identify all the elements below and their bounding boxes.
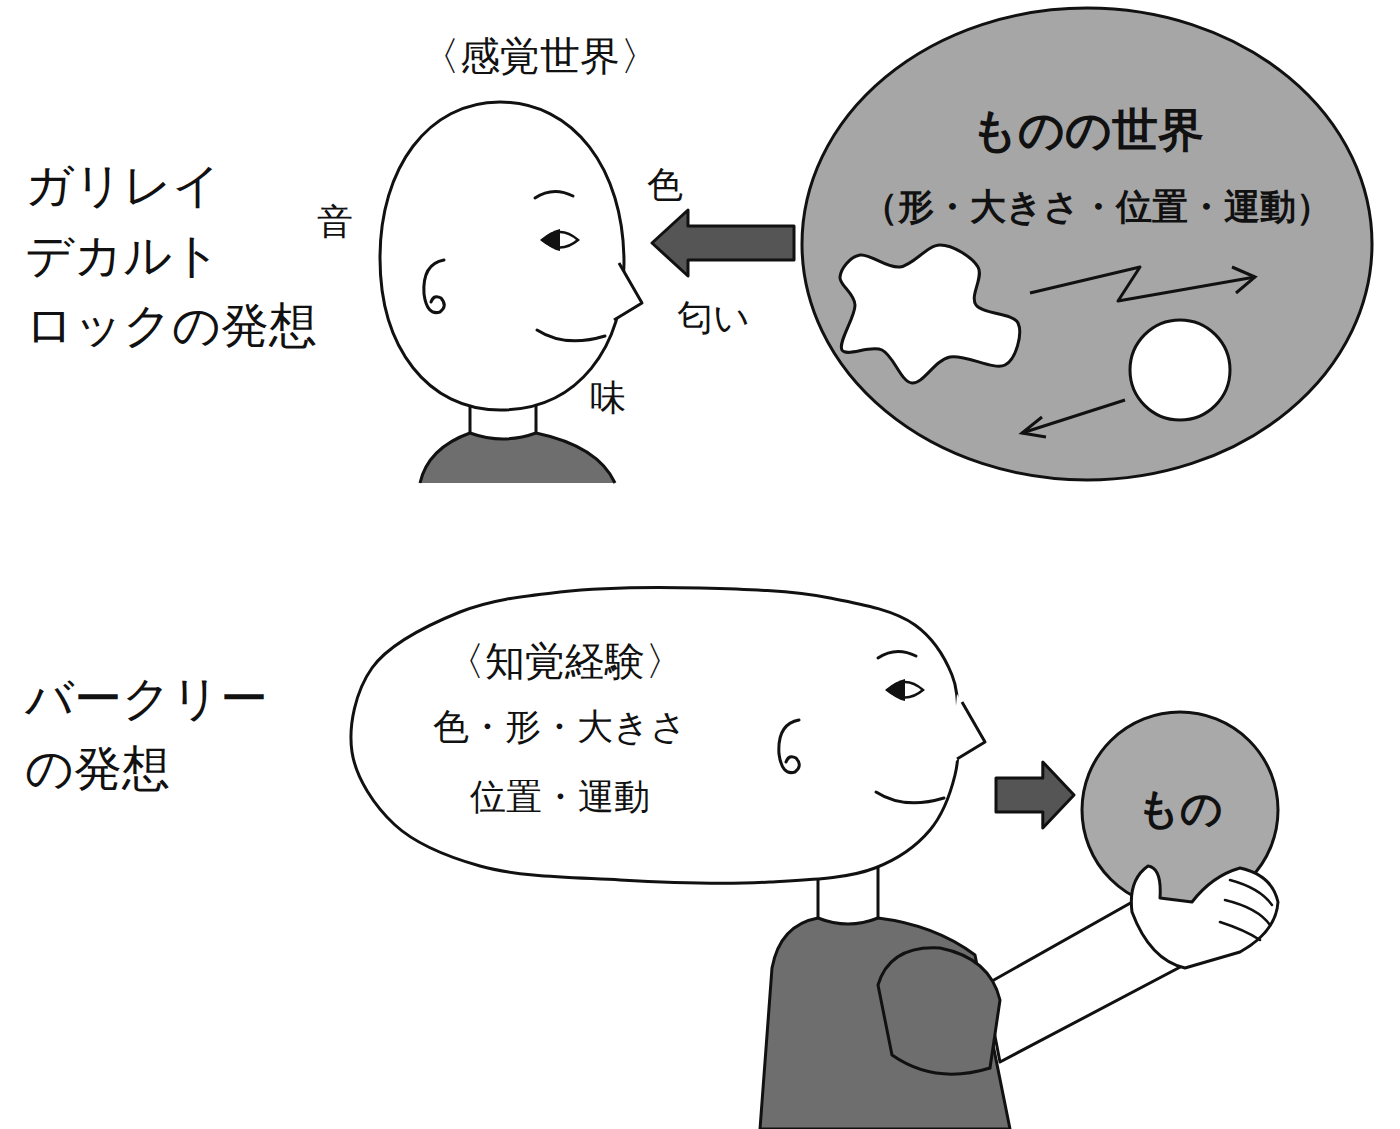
world-outline <box>802 8 1372 480</box>
mouth <box>876 792 944 803</box>
motion-arrow-head <box>1022 417 1046 437</box>
object-label: もの <box>1090 784 1270 834</box>
sense-label: 音 <box>317 200 353 243</box>
motion-arrow <box>1022 400 1125 433</box>
sense-label: 色 <box>647 163 683 206</box>
ear <box>424 260 444 313</box>
head-figure: 〈感覚世界〉 <box>378 98 646 418</box>
ear <box>779 720 799 773</box>
eyebrow-line <box>535 191 573 198</box>
ellipse-heading: ものの世界 <box>837 103 1337 158</box>
motion-arrow-head <box>1232 267 1255 293</box>
node-shape <box>800 5 1375 483</box>
world-ellipse: ものの世界 （形・大きさ・位置・運動） <box>800 5 1375 483</box>
heading-text: 〈感覚世界〉 <box>375 32 705 80</box>
head-outline <box>351 587 959 883</box>
thinker-label: ガリレイ デカルト ロックの発想 <box>25 150 335 360</box>
object-circle: もの <box>1080 710 1280 910</box>
nose-line <box>614 263 642 320</box>
body-text: 色・形・大きさ 位置・運動 <box>415 692 705 832</box>
eyebrow <box>535 191 573 198</box>
nose-line <box>957 702 985 759</box>
nose-fill <box>608 255 642 325</box>
shirt <box>420 433 615 483</box>
sense-label: 味 <box>590 376 626 419</box>
nose <box>608 255 642 325</box>
ellipse-body: （形・大きさ・位置・運動） <box>827 185 1367 228</box>
thinker-label: バークリー の発想 <box>25 663 335 803</box>
block-arrow <box>652 210 794 276</box>
ball-shape <box>1130 320 1230 420</box>
ear-line <box>779 720 799 773</box>
eyebrow <box>878 651 916 658</box>
pupil <box>887 679 905 701</box>
shirt-outline <box>420 433 615 483</box>
nose <box>951 694 985 764</box>
sleeve <box>878 948 1000 1074</box>
block-arrow <box>996 762 1074 828</box>
blob-shape <box>840 245 1020 383</box>
sense-label: 匂い <box>677 296 750 339</box>
eye <box>542 229 578 251</box>
head-outline <box>380 102 624 410</box>
mouth <box>537 330 605 341</box>
nose-fill <box>951 694 985 764</box>
heading-text: 〈知覚経験〉 <box>400 637 730 685</box>
mouth-line <box>876 792 944 803</box>
eyebrow-line <box>878 651 916 658</box>
finger-line <box>1220 880 1272 940</box>
eye <box>887 679 923 701</box>
pupil <box>542 229 560 251</box>
node-shape <box>378 98 646 418</box>
ear-line <box>424 260 444 313</box>
motion-arrow <box>1030 267 1255 301</box>
mouth-line <box>537 330 605 341</box>
thought-head: 〈知覚経験〉色・形・大きさ 位置・運動 <box>345 585 990 885</box>
shirt <box>760 918 1010 1129</box>
hand <box>1131 866 1278 968</box>
